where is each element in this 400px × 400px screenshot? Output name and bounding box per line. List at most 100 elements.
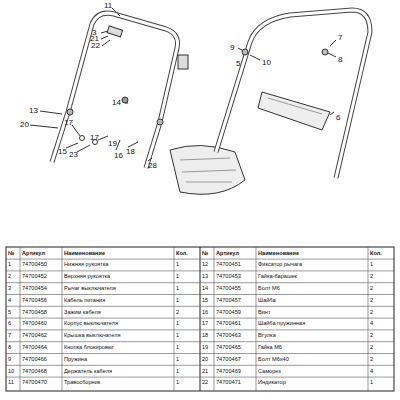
- callout-number: 8: [338, 56, 342, 64]
- callout-number: 10: [262, 59, 271, 67]
- table-cell: Гайка М6: [258, 345, 282, 351]
- table-cell: 74700466: [22, 357, 47, 363]
- table-cell: 13: [202, 274, 208, 280]
- table-cell: 21: [202, 369, 208, 375]
- table-cell: 1: [8, 262, 11, 268]
- table-cell: 74700469: [216, 369, 241, 375]
- table-header: Артикул: [22, 251, 45, 257]
- table-cell: 74700464: [22, 345, 47, 351]
- callout-number: 16: [114, 152, 123, 160]
- table-cell: Фиксатор рычага: [258, 262, 302, 268]
- table-cell: 17: [202, 321, 208, 327]
- table-cell: Шайба: [258, 298, 276, 304]
- callout-number: 19: [108, 140, 117, 148]
- table-cell: 74700456: [22, 298, 47, 304]
- table-header: №: [8, 251, 14, 257]
- table-rule: [256, 247, 257, 391]
- table-rule: [62, 247, 63, 391]
- table-cell: 4: [370, 321, 373, 327]
- table-rule: [6, 270, 394, 271]
- table-cell: 1: [176, 369, 179, 375]
- table-rule: [214, 247, 215, 391]
- callout-number: 17: [64, 119, 73, 127]
- table-cell: 18: [202, 333, 208, 339]
- table-cell: Кабель питания: [64, 298, 105, 304]
- table-cell: Нижняя рукоятка: [64, 262, 108, 268]
- table-cell: 2: [370, 333, 373, 339]
- table-cell: 2: [370, 357, 373, 363]
- table-cell: 2: [370, 310, 373, 316]
- table-header: Наименование: [64, 251, 105, 257]
- table-rule: [368, 247, 369, 391]
- table-cell: 3: [8, 286, 11, 292]
- callout-number: 23: [69, 151, 78, 159]
- table-cell: Пружина: [64, 357, 87, 363]
- table-cell: 5: [8, 310, 11, 316]
- callout-number: 15: [58, 148, 67, 156]
- table-cell: 74700457: [216, 298, 241, 304]
- table-cell: 2: [176, 310, 179, 316]
- table-cell: 74700462: [22, 333, 47, 339]
- table-cell: 12: [202, 262, 208, 268]
- table-cell: 10: [8, 369, 14, 375]
- callout-number: 9: [230, 44, 234, 52]
- table-rule: [6, 377, 394, 378]
- table-cell: 74700467: [216, 357, 241, 363]
- callout-number: 17: [90, 134, 99, 142]
- table-rule: [6, 306, 394, 307]
- table-cell: 1: [176, 321, 179, 327]
- table-cell: 1: [176, 380, 179, 386]
- table-cell: Кнопка блокировки: [64, 345, 113, 351]
- table-cell: Винт: [258, 310, 271, 316]
- table-cell: Крышка выключателя: [64, 333, 121, 339]
- callout-number: 28: [148, 162, 157, 170]
- table-cell: 74700468: [22, 369, 47, 375]
- table-cell: 74700458: [22, 310, 47, 316]
- table-cell: Гайка-барашек: [258, 274, 297, 280]
- table-cell: 2: [370, 286, 373, 292]
- table-cell: 74700455: [216, 286, 241, 292]
- callout-number: 22: [91, 42, 100, 50]
- table-rule: [6, 282, 394, 283]
- table-rule: [20, 247, 21, 391]
- table-rule: [174, 247, 175, 391]
- callout-number: 11: [104, 2, 112, 10]
- table-cell: Саморез: [258, 369, 281, 375]
- table-cell: Зажим кабеля: [64, 310, 101, 316]
- table-cell: 74700461: [216, 321, 241, 327]
- callout-number: 14: [112, 99, 121, 107]
- table-cell: 74700460: [22, 321, 47, 327]
- table-cell: 11: [8, 380, 14, 386]
- table-cell: 2: [8, 274, 11, 280]
- table-rule: [6, 294, 394, 295]
- table-cell: 7: [8, 333, 11, 339]
- table-cell: 22: [202, 380, 208, 386]
- table-cell: Болт М6: [258, 286, 280, 292]
- table-rule: [6, 318, 394, 319]
- table-cell: 4: [8, 298, 11, 304]
- table-cell: 74700454: [22, 286, 47, 292]
- callout-number: 6: [336, 114, 340, 122]
- table-cell: 19: [202, 345, 208, 351]
- table-cell: 14: [202, 286, 208, 292]
- table-cell: 1: [176, 286, 179, 292]
- table-cell: 1: [176, 274, 179, 280]
- table-cell: 1: [176, 345, 179, 351]
- table-rule: [6, 341, 394, 342]
- table-cell: 74700450: [22, 262, 47, 268]
- table-cell: 74700465: [216, 345, 241, 351]
- table-rule: [6, 365, 394, 366]
- table-cell: 74700470: [22, 380, 47, 386]
- table-cell: 74700463: [216, 333, 241, 339]
- table-cell: 6: [8, 321, 11, 327]
- callout-number: 13: [29, 107, 38, 115]
- table-cell: 1: [370, 262, 373, 268]
- table-cell: 9: [8, 357, 11, 363]
- callout-number: 18: [126, 148, 135, 156]
- table-cell: 20: [202, 357, 208, 363]
- table-cell: 16: [202, 310, 208, 316]
- table-cell: 74700452: [22, 274, 47, 280]
- table-cell: 1: [176, 262, 179, 268]
- table-header: Артикул: [216, 251, 239, 257]
